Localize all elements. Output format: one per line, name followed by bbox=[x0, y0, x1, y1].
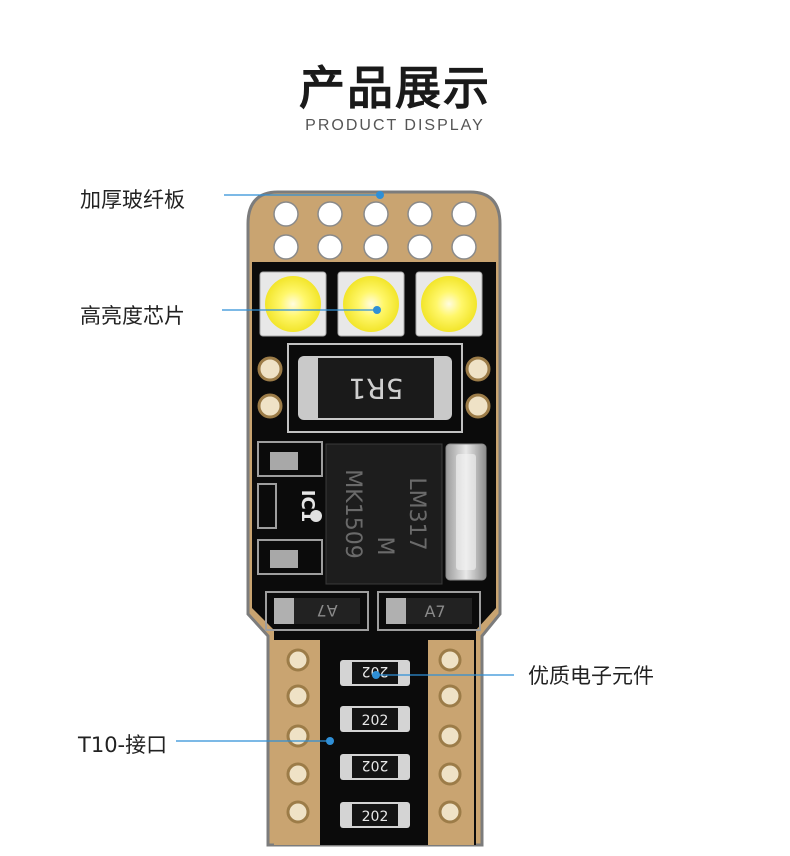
led-chip-2 bbox=[337, 271, 405, 337]
top-vias bbox=[273, 201, 477, 260]
mid-vias bbox=[257, 356, 491, 419]
ic-small-pad bbox=[257, 483, 277, 529]
pointer-dot-components bbox=[372, 671, 380, 679]
resistor-5r1-marking: 5R1 bbox=[348, 372, 403, 405]
ic-lm317-marking: LM317 bbox=[404, 477, 429, 550]
ic-left-tab-1 bbox=[257, 441, 323, 477]
diode-a7-right-marking: A7 bbox=[424, 602, 445, 621]
ic-left-lead-1 bbox=[270, 452, 298, 470]
pointer-dot-led bbox=[373, 306, 381, 314]
resistor-body bbox=[318, 358, 434, 418]
page-subtitle: PRODUCT DISPLAY bbox=[305, 117, 485, 134]
callout-led-label: 高亮度芯片 bbox=[80, 304, 185, 328]
pointer-dot-pcb bbox=[376, 191, 384, 199]
led-chip-3 bbox=[415, 271, 483, 337]
smd-resistor-2: 202 bbox=[340, 706, 410, 732]
callout-interface-label: T10-接口 bbox=[78, 733, 168, 757]
smd-4-marking: 202 bbox=[362, 809, 389, 825]
callout-pcb-label: 加厚玻纤板 bbox=[80, 188, 185, 212]
callout-pointers bbox=[176, 194, 514, 742]
ic-left-tab-2 bbox=[257, 539, 323, 575]
ic-lm317 bbox=[325, 443, 443, 585]
smd-2-marking: 202 bbox=[362, 713, 389, 729]
smd-resistor-3: 202 bbox=[340, 754, 410, 780]
smd-3-marking: 202 bbox=[362, 757, 389, 773]
resistor-pad-outline bbox=[287, 343, 463, 433]
diode-a7-right: A7 bbox=[377, 591, 481, 631]
callout-dots bbox=[326, 191, 384, 745]
led-chip-1 bbox=[259, 271, 327, 337]
diode-a7-left: A7 bbox=[265, 591, 369, 631]
ic-left-lead-2 bbox=[270, 550, 298, 568]
page-title: 产品展示 bbox=[299, 61, 491, 115]
ic-m-marking: M bbox=[372, 537, 397, 556]
heat-tab-shine bbox=[456, 454, 476, 570]
diode-a7-left-marking: A7 bbox=[316, 601, 337, 620]
ic-pin1-dot bbox=[310, 510, 322, 522]
smd-resistor-4: 202 bbox=[340, 802, 410, 828]
pointer-dot-interface bbox=[326, 737, 334, 745]
callout-components-label: 优质电子元件 bbox=[528, 664, 654, 688]
ic-mk1509-marking: MK1509 bbox=[340, 469, 365, 558]
